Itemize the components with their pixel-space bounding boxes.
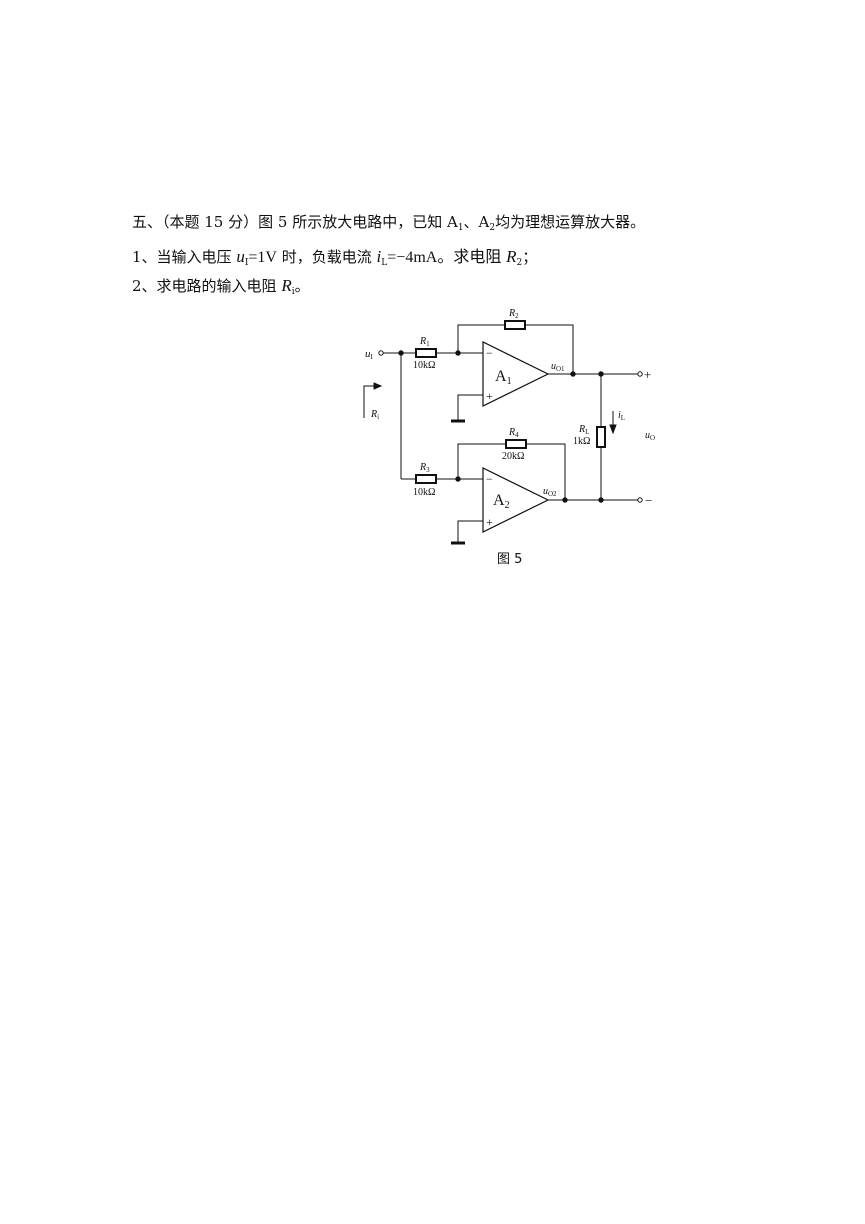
a1-plus-sign: + — [486, 389, 493, 403]
wire — [526, 443, 566, 500]
rl-value: 1kΩ — [573, 436, 590, 447]
r2-label: R2 — [508, 308, 519, 320]
a1-minus-sign: − — [486, 346, 493, 360]
out-plus-terminal — [637, 371, 643, 377]
a2-minus-sign: − — [486, 472, 493, 486]
wire — [457, 443, 506, 479]
wire — [525, 324, 574, 374]
a2-label: A2 — [493, 492, 510, 511]
r1-label: R1 — [419, 336, 430, 348]
a2-opamp — [482, 467, 550, 533]
r4-value: 20kΩ — [502, 451, 524, 462]
uo-label: uO — [645, 430, 655, 442]
question-2: 2、求电路的输入电阻 Ri。 — [132, 276, 310, 297]
input-terminal — [378, 350, 384, 356]
u-in-label: uI — [365, 348, 374, 361]
a2-plus-sign: + — [486, 515, 493, 529]
uo1-label: uO1 — [551, 361, 565, 373]
wire — [457, 324, 505, 353]
ri-label: Ri — [370, 409, 379, 421]
r3-resistor — [415, 474, 437, 484]
uo2-junction — [562, 497, 568, 503]
il-arrowhead — [609, 424, 617, 435]
rl-label: RL — [578, 424, 589, 436]
il-label: iL — [618, 410, 625, 422]
a1-ground-wire — [457, 394, 483, 420]
r2-resistor — [504, 320, 526, 330]
a1-label: A1 — [495, 368, 512, 387]
r1-resistor — [415, 348, 437, 358]
rl-resistor — [596, 426, 606, 448]
uo2-label: uO2 — [543, 486, 557, 498]
out-minus-sign: − — [645, 493, 652, 508]
a2-ground-wire — [457, 520, 483, 542]
ri-arrowhead — [373, 382, 383, 390]
out-plus-sign: + — [644, 367, 651, 382]
out-minus-terminal — [637, 497, 643, 503]
uo1-junction — [570, 371, 576, 377]
r4-label: R4 — [508, 427, 519, 439]
a1-opamp — [482, 341, 550, 407]
r1-value: 10kΩ — [413, 360, 435, 371]
problem-header: 五、（本题 15 分）图 5 所示放大电路中，已知 A1、A2均为理想运算放大器… — [132, 213, 646, 233]
r4-resistor — [505, 439, 527, 449]
r3-value: 10kΩ — [413, 487, 435, 498]
r3-label: R3 — [419, 462, 430, 474]
figure-caption: 图 5 — [497, 552, 522, 567]
question-1: 1、当输入电压 uI=1V 时，负载电流 iL=−4mA。求电阻 R2； — [132, 247, 538, 268]
